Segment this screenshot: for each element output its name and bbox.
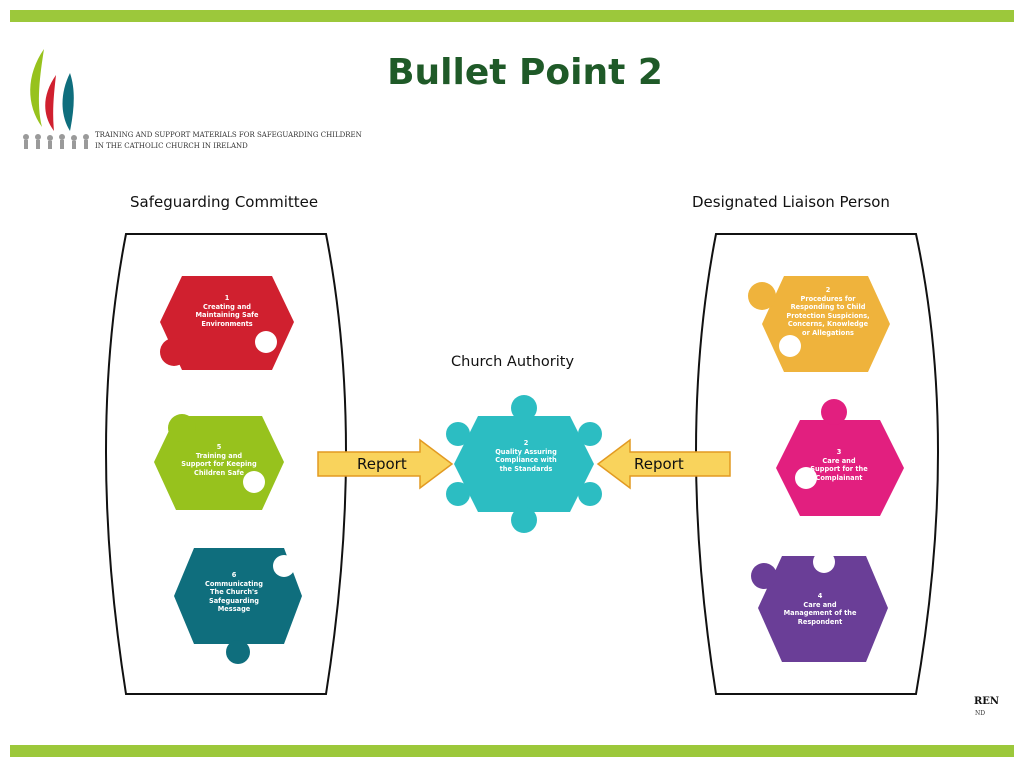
- piece-tab: [446, 482, 470, 506]
- piece-notch: [243, 471, 265, 493]
- puzzle-piece-p5: [154, 414, 284, 510]
- piece-notch: [273, 555, 295, 577]
- safeguarding-committee-heading: Safeguarding Committee: [130, 193, 319, 211]
- arrow-right: [596, 438, 731, 490]
- piece-tab: [578, 422, 602, 446]
- piece-tab: [446, 422, 470, 446]
- corner-fragment-2: ND: [975, 710, 986, 717]
- designated-liaison-person-heading: Designated Liaison Person: [692, 193, 890, 211]
- tagline-line-2: IN THE CATHOLIC CHURCH IN IRELAND: [95, 142, 248, 150]
- puzzle-piece-p4: [751, 551, 888, 662]
- church-authority-heading: Church Authority: [451, 354, 575, 370]
- arrow-left: [317, 438, 454, 490]
- corner-fragment-1: REN: [974, 696, 1000, 707]
- piece-notch: [795, 467, 817, 489]
- slide-title: Bullet Point 2: [387, 52, 663, 93]
- piece-body: [776, 420, 904, 516]
- safeguarding-logo: [23, 49, 89, 149]
- piece-label-p2: 2 Quality Assuring Compliance with the S…: [495, 439, 557, 473]
- puzzle-piece-p6: [174, 548, 302, 664]
- piece-notch: [779, 335, 801, 357]
- piece-label-p3: 3 Care and Support for the Complainant: [810, 448, 868, 482]
- piece-tab: [821, 399, 847, 425]
- puzzle-piece-p3: [776, 399, 904, 516]
- piece-body: [758, 556, 888, 662]
- piece-notch: [813, 551, 835, 573]
- puzzle-piece-p2: [446, 395, 602, 533]
- report-label-left: Report: [357, 455, 407, 473]
- report-label-right: Report: [634, 455, 684, 473]
- piece-label-p4: 4 Care and Management of the Respondent: [783, 592, 857, 626]
- tagline-line-1: TRAINING AND SUPPORT MATERIALS FOR SAFEG…: [95, 131, 362, 139]
- piece-tab: [578, 482, 602, 506]
- piece-label-p5: 5 Training and Support for Keeping Child…: [181, 443, 257, 477]
- piece-tab: [751, 563, 777, 589]
- puzzle-piece-p1: [160, 276, 294, 370]
- piece-label-p1: 1 Creating and Maintaining Safe Environm…: [195, 294, 259, 328]
- piece-body: [174, 548, 302, 644]
- piece-body: [454, 416, 594, 512]
- bottom-accent-bar: [10, 745, 1014, 757]
- puzzle-piece-p2b: [748, 276, 890, 372]
- top-accent-bar: [10, 10, 1014, 22]
- piece-tab: [748, 282, 776, 310]
- piece-tab: [168, 414, 196, 442]
- piece-label-p6: 6 Communicating The Church's Safeguardin…: [205, 571, 263, 614]
- piece-notch: [255, 331, 277, 353]
- piece-tab: [226, 640, 250, 664]
- piece-label-p2b: 2 Procedures for Responding to Child Pro…: [786, 286, 870, 337]
- piece-tab: [511, 507, 537, 533]
- piece-tab: [511, 395, 537, 421]
- piece-tab: [160, 338, 188, 366]
